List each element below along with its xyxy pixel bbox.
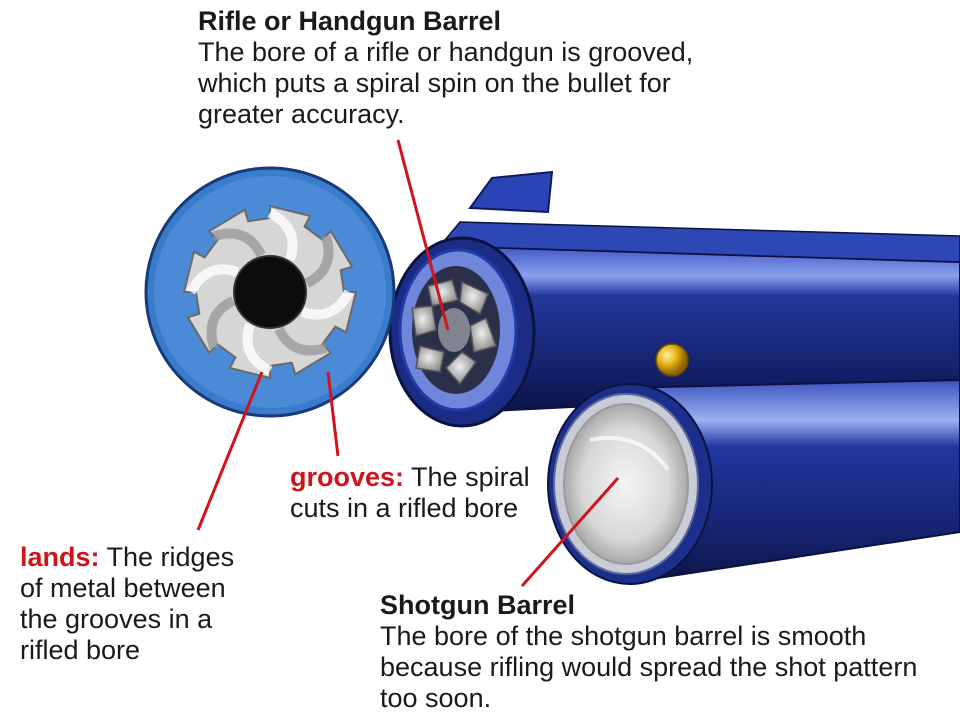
spiral-land — [242, 322, 273, 376]
spiral-land — [274, 326, 328, 356]
spiral-land — [212, 228, 266, 258]
rifle-bore-lands — [411, 279, 497, 386]
grooves-leader-line — [326, 371, 340, 457]
shotgun-barrel-description: The bore of the shotgun barrel is smooth… — [380, 621, 918, 713]
shotgun-barrel-label: Shotgun Barrel The bore of the shotgun b… — [380, 590, 940, 714]
grooves-term: grooves: — [290, 462, 405, 492]
shotgun-leader-line — [520, 477, 620, 587]
rifle-barrel — [388, 170, 960, 428]
lands-term: lands: — [20, 542, 100, 572]
lands-leader-line — [196, 371, 264, 531]
shotgun-barrel — [547, 378, 960, 585]
spiral-land — [267, 208, 298, 262]
spiral-land — [300, 289, 354, 320]
lands-label: lands: The ridges of metal between the g… — [20, 542, 240, 666]
bead-sight — [655, 343, 689, 377]
rifled-bore-cross-section — [144, 166, 396, 418]
lands-description: The ridges of metal between the grooves … — [20, 542, 235, 665]
rifle-barrel-title: Rifle or Handgun Barrel — [198, 6, 502, 36]
spiral-land — [304, 234, 334, 288]
bore-hole — [233, 255, 307, 329]
shotgun-barrel-title: Shotgun Barrel — [380, 590, 576, 620]
spiral-land — [206, 296, 236, 350]
leader-lines — [196, 139, 620, 587]
rifle-barrel-label: Rifle or Handgun Barrel The bore of a ri… — [198, 6, 758, 130]
grooves-label: grooves: The spiral cuts in a rifled bor… — [290, 462, 550, 524]
spiral-land — [186, 264, 240, 295]
front-sight — [468, 170, 554, 214]
rifle-leader-line — [396, 139, 450, 331]
grooves-description: The spiral cuts in a rifled bore — [290, 462, 530, 523]
rifle-barrel-description: The bore of a rifle or handgun is groove… — [198, 37, 694, 129]
